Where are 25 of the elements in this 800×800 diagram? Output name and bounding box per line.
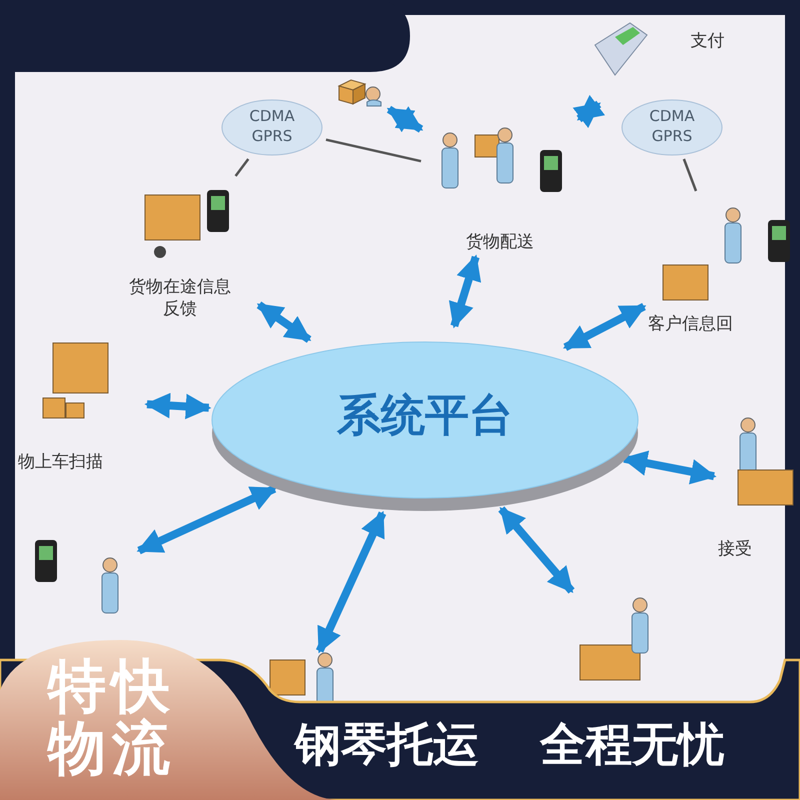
- slogan-text: 钢琴托运: [295, 720, 480, 768]
- node-label: 物上车扫描: [18, 451, 104, 473]
- double-arrow: [572, 94, 606, 128]
- double-arrow: [256, 302, 312, 343]
- node-label: 接受: [718, 538, 753, 560]
- double-arrow: [316, 510, 386, 654]
- double-arrow: [563, 302, 646, 351]
- cloud-label: CDMA GPRS: [648, 106, 696, 146]
- slogan-text: 全程无忧: [540, 720, 726, 768]
- node-label: 客户信息回: [648, 313, 734, 335]
- node-label: 货物配送: [465, 231, 535, 253]
- double-arrow: [136, 485, 277, 554]
- platform-title: 系统平台: [336, 390, 514, 442]
- double-arrow: [144, 392, 212, 420]
- connector-line: [682, 158, 698, 192]
- cloud-label: CDMA GPRS: [248, 106, 296, 146]
- connector-line: [326, 138, 422, 162]
- double-arrow: [622, 450, 717, 484]
- double-arrow: [498, 506, 575, 594]
- badge-text: 特快物流: [48, 655, 177, 779]
- node-label: 货物在途信息反馈: [128, 276, 232, 320]
- connector-line: [234, 158, 250, 177]
- double-arrow: [448, 254, 482, 328]
- node-label: 支付: [690, 30, 726, 52]
- double-arrow: [386, 106, 424, 133]
